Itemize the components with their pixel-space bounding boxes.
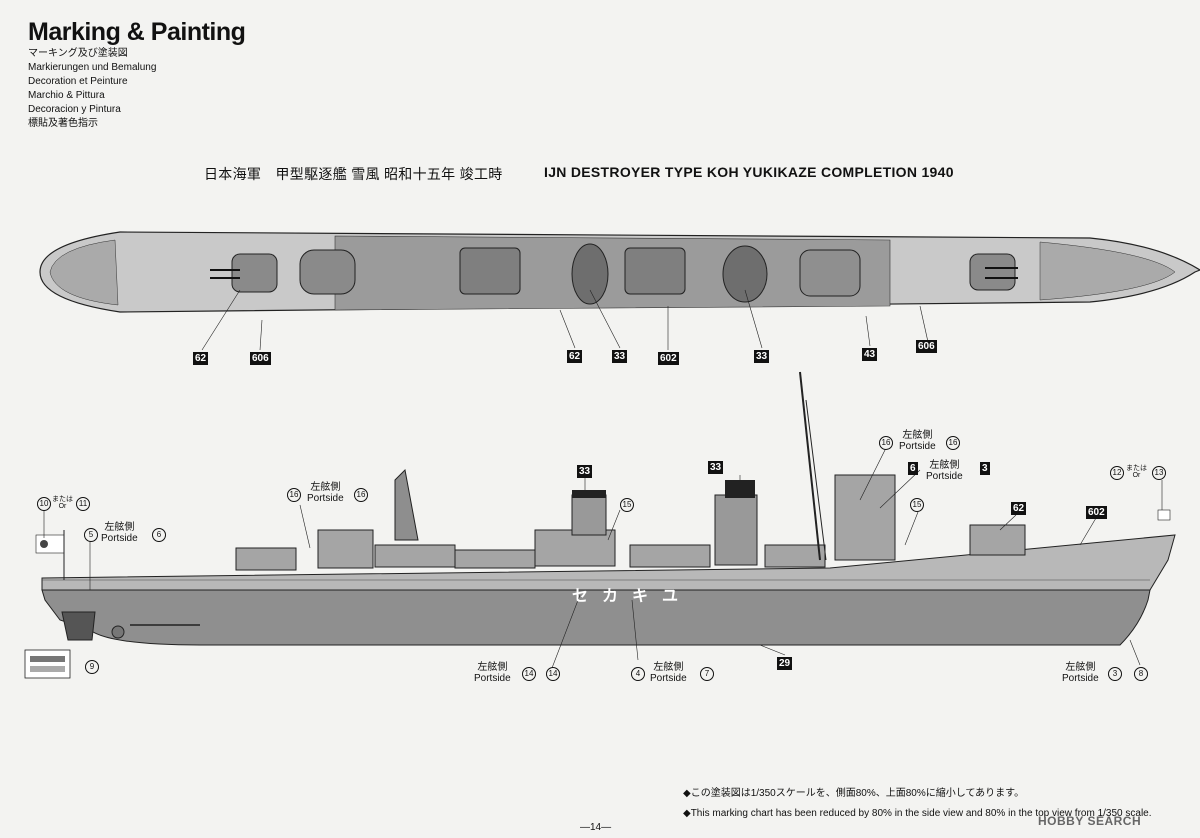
circle-16: 16 xyxy=(287,488,301,502)
hull-name-decal: セカキユ xyxy=(572,588,693,605)
top-callout-62: 62 xyxy=(193,352,209,365)
circle-13: 13 xyxy=(1152,466,1166,480)
circle-9: 9 xyxy=(85,660,99,674)
title-es: Decoracion y Pintura xyxy=(28,104,121,115)
side-callout-602: 602 xyxy=(1086,506,1107,519)
top-callout-606: 606 xyxy=(250,352,271,365)
circle-11: 11 xyxy=(76,497,90,511)
scale-notes: ◆この塗装図は1/350スケールを、側面80%、上面80%に縮小してあります。 … xyxy=(683,784,1152,824)
title-de: Markierungen und Bemalung xyxy=(28,62,157,73)
circle-4: 4 xyxy=(631,667,645,681)
circle-12: 12 xyxy=(1110,466,1124,480)
title-zh: 標貼及著色指示 xyxy=(28,118,98,129)
side-callout-6: 6 xyxy=(908,462,918,475)
circle-15: 15 xyxy=(620,498,634,512)
circle-16: 16 xyxy=(879,436,893,450)
top-callout-43: 43 xyxy=(862,348,878,361)
circle-3: 3 xyxy=(1108,667,1122,681)
title-ja: マーキング及び塗装図 xyxy=(28,48,128,59)
note-en: ◆This marking chart has been reduced by … xyxy=(683,808,1152,819)
circle-16: 16 xyxy=(354,488,368,502)
ship-title-jp: 日本海軍 甲型駆逐艦 雪風 昭和十五年 竣工時 xyxy=(204,166,503,182)
top-callout-602: 602 xyxy=(658,352,679,365)
circle-7: 7 xyxy=(700,667,714,681)
page-title: Marking & Painting xyxy=(28,18,246,46)
circle-14: 14 xyxy=(546,667,560,681)
circle-6: 6 xyxy=(152,528,166,542)
top-view xyxy=(39,231,1200,313)
title-it: Marchio & Pittura xyxy=(28,90,105,101)
side-callout-29: 29 xyxy=(777,657,793,670)
page-number: —14— xyxy=(580,822,612,833)
watermark-logo: HOBBY SEARCH xyxy=(1038,814,1142,828)
top-callout-62: 62 xyxy=(567,350,583,363)
top-callout-33: 33 xyxy=(612,350,628,363)
side-callout-62: 62 xyxy=(1011,502,1027,515)
side-view xyxy=(24,371,1176,679)
circle-10: 10 xyxy=(37,497,51,511)
side-callout-3: 3 xyxy=(980,462,990,475)
circle-14: 14 xyxy=(522,667,536,681)
circle-5: 5 xyxy=(84,528,98,542)
circle-15: 15 xyxy=(910,498,924,512)
top-callout-33: 33 xyxy=(754,350,770,363)
circle-8: 8 xyxy=(1134,667,1148,681)
side-callout-33: 33 xyxy=(708,461,724,474)
circle-16: 16 xyxy=(946,436,960,450)
ship-title-en: IJN DESTROYER TYPE KOH YUKIKAZE COMPLETI… xyxy=(544,164,954,180)
header: Marking & Painting マーキング及び塗装図 Markierung… xyxy=(28,18,246,131)
side-callout-33: 33 xyxy=(577,465,593,478)
note-ja: ◆この塗装図は1/350スケールを、側面80%、上面80%に縮小してあります。 xyxy=(683,788,1025,799)
top-callout-606: 606 xyxy=(916,340,937,353)
title-fr: Decoration et Peinture xyxy=(28,76,128,87)
